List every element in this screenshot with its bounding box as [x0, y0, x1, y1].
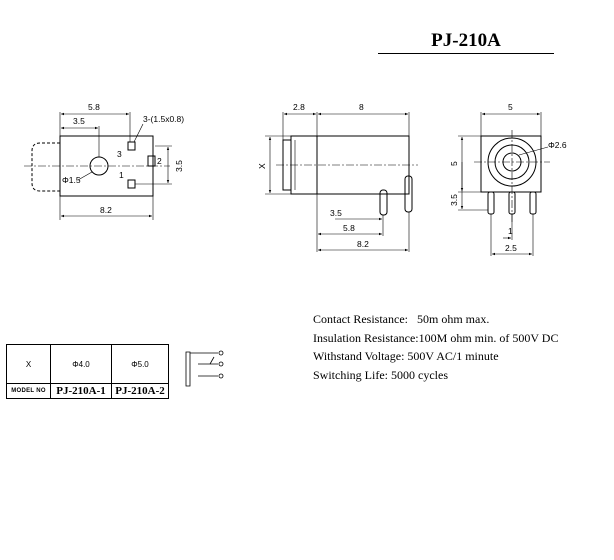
model-table-model-row: MODEL NO PJ-210A-1 PJ-210A-2 [6, 383, 169, 399]
side-dim-pin2: 5.8 [343, 223, 355, 233]
model-table-header-row: X Φ4.0 Φ5.0 [6, 344, 169, 384]
hole-note-leader [77, 171, 93, 181]
spec-label: Insulation Resistance: [313, 330, 419, 345]
spec-label: Switching Life: [313, 367, 388, 382]
front-dim-bottom: 8.2 [100, 205, 112, 215]
front-view [24, 112, 172, 220]
side-view [265, 112, 418, 252]
end-dim-top: 5 [508, 102, 513, 112]
front-dim-top: 5.8 [88, 102, 100, 112]
end-view-pin-left [487, 191, 495, 215]
side-dim-pin1: 3.5 [330, 208, 342, 218]
side-dim-top-right: 8 [359, 102, 364, 112]
spec-row: Withstand Voltage: 500V AC/1 minute [313, 347, 558, 366]
spec-value: 5000 cycles [391, 367, 448, 382]
model-table-header-size-2: Φ5.0 [111, 344, 169, 384]
front-pin-label-3: 3 [117, 149, 122, 159]
pin-note-leader [133, 123, 144, 143]
end-dim-bottom: 2.5 [505, 243, 517, 253]
spec-value: 100M ohm min. of 500V DC [418, 330, 559, 345]
front-hole-note: Φ1.5 [62, 175, 81, 185]
spec-row: Contact Resistance: 50m ohm max. [313, 310, 558, 329]
end-view-pin-right [529, 191, 537, 215]
front-pin-label-1: 1 [119, 170, 124, 180]
spec-list: Contact Resistance: 50m ohm max. Insulat… [313, 310, 558, 384]
end-view [458, 112, 550, 256]
end-dim-bottom-small: 1 [508, 226, 513, 236]
spec-value: 500V AC/1 minute [407, 349, 499, 363]
spec-value: 50m ohm max. [416, 312, 490, 326]
front-pin-label-2: 2 [157, 156, 162, 166]
model-table-model-2: PJ-210A-2 [111, 383, 169, 399]
model-table-header-x: X [6, 344, 51, 384]
hole-note-leader [518, 146, 549, 156]
title-underline [378, 53, 554, 54]
switch-schematic [185, 350, 224, 387]
model-table-header-size-1: Φ4.0 [50, 344, 112, 384]
spec-label: Contact Resistance: [313, 312, 408, 326]
side-view-pin-b [404, 175, 413, 213]
model-table-model-1: PJ-210A-1 [50, 383, 112, 399]
front-view-nose [31, 142, 60, 192]
end-hole-note: Φ2.6 [548, 140, 567, 150]
schematic-terminal-2 [218, 361, 224, 367]
side-view-pin-a [379, 189, 388, 216]
front-view-pin-1 [127, 179, 136, 189]
schematic-sleeve [185, 351, 191, 387]
spec-row: Switching Life: 5000 cycles [313, 366, 558, 385]
side-dim-top-left: 2.8 [293, 102, 305, 112]
front-view-pin-2 [147, 155, 156, 167]
front-dim-inner: 3.5 [73, 116, 85, 126]
front-pin-note: 3-(1.5x0.8) [143, 114, 184, 124]
side-dim-left: X [257, 163, 267, 169]
end-view-body [480, 135, 542, 193]
side-dim-bottom: 8.2 [357, 239, 369, 249]
spec-label: Withstand Voltage: [313, 349, 405, 363]
drawing-title: PJ-210A [431, 30, 501, 51]
model-table-row-label: MODEL NO [6, 383, 51, 399]
spec-row: Insulation Resistance:100M ohm min. of 5… [313, 329, 558, 348]
end-dim-left-low: 3.5 [449, 194, 459, 206]
model-table: X Φ4.0 Φ5.0 MODEL NO PJ-210A-1 PJ-210A-2 [6, 344, 169, 399]
front-dim-right: 3.5 [174, 160, 184, 172]
schematic-terminal-1 [218, 350, 224, 356]
front-view-pin-3 [127, 141, 136, 151]
schematic-terminal-3 [218, 373, 224, 379]
end-dim-left: 5 [449, 161, 459, 166]
